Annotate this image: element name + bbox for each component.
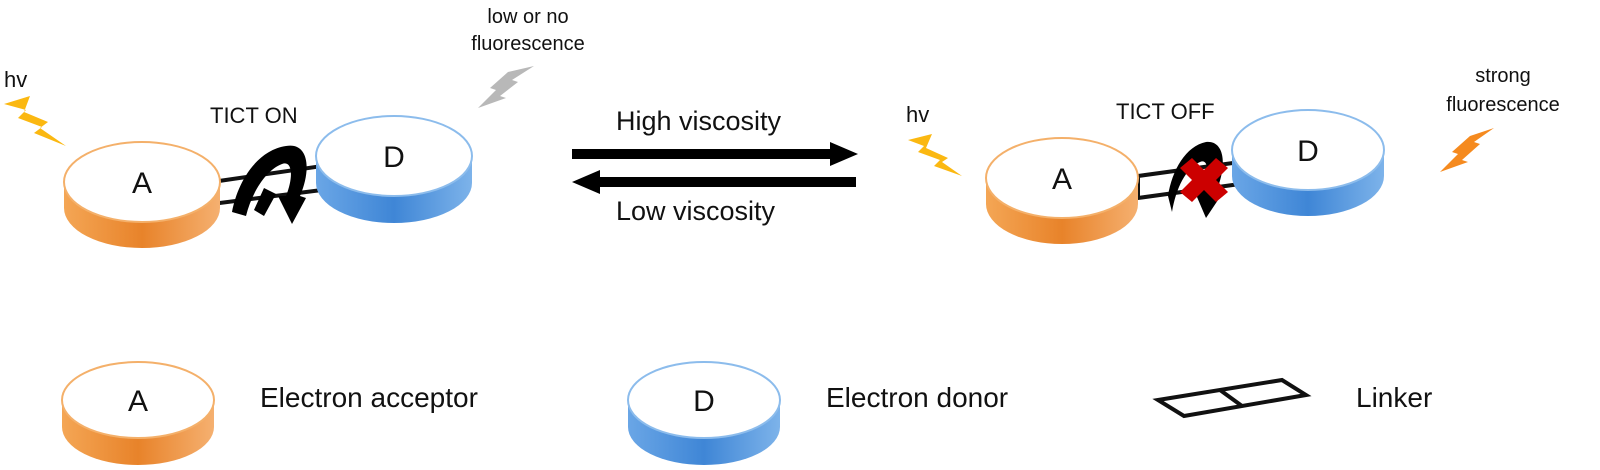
emission-label-right-line2: fluorescence (1446, 94, 1560, 116)
forward-arrow (572, 142, 858, 166)
emission-label-left-line1: low or no (487, 6, 569, 28)
donor-disk-left (315, 115, 473, 223)
reverse-label: Low viscosity (616, 196, 776, 226)
emission-label-left-line2: fluorescence (471, 33, 585, 55)
legend-linker-icon (1152, 377, 1312, 419)
acceptor-disk-right (985, 137, 1139, 244)
excitation-label-left: hv (4, 67, 28, 92)
donor-disk-right (1231, 109, 1385, 216)
equilibrium-arrows (572, 142, 858, 194)
donor-letter-right: D (1297, 135, 1319, 168)
excitation-bolt-icon (4, 96, 66, 146)
rotation-arrow-icon-right (1168, 141, 1223, 218)
emission-bolt-icon-right (1440, 128, 1494, 172)
reverse-arrow (572, 170, 856, 194)
right-state-group (908, 109, 1494, 244)
legend-label-acceptor: Electron acceptor (260, 382, 478, 413)
legend-donor-letter: D (693, 385, 715, 418)
state-label-tict-off: TICT OFF (1116, 99, 1215, 124)
legend: A D (61, 361, 1312, 465)
excitation-label-right: hv (906, 102, 930, 127)
acceptor-letter-left: A (132, 167, 152, 200)
left-state-group (4, 66, 534, 248)
blocked-x-icon (1180, 158, 1228, 202)
acceptor-letter-right: A (1052, 163, 1072, 196)
forward-label: High viscosity (616, 106, 782, 136)
rotation-arrow-icon (232, 145, 307, 224)
emission-bolt-icon (478, 66, 534, 108)
excitation-bolt-icon-right (908, 134, 962, 176)
emission-label-right-line1: strong (1475, 65, 1531, 87)
legend-label-linker: Linker (1356, 382, 1433, 413)
state-label-tict-on: TICT ON (210, 103, 298, 128)
acceptor-disk-left (63, 141, 221, 248)
legend-label-donor: Electron donor (826, 382, 1009, 413)
donor-letter-left: D (383, 141, 405, 174)
legend-acceptor-disk: A (61, 361, 215, 465)
legend-donor-disk: D (627, 361, 781, 465)
legend-acceptor-letter: A (128, 385, 148, 418)
